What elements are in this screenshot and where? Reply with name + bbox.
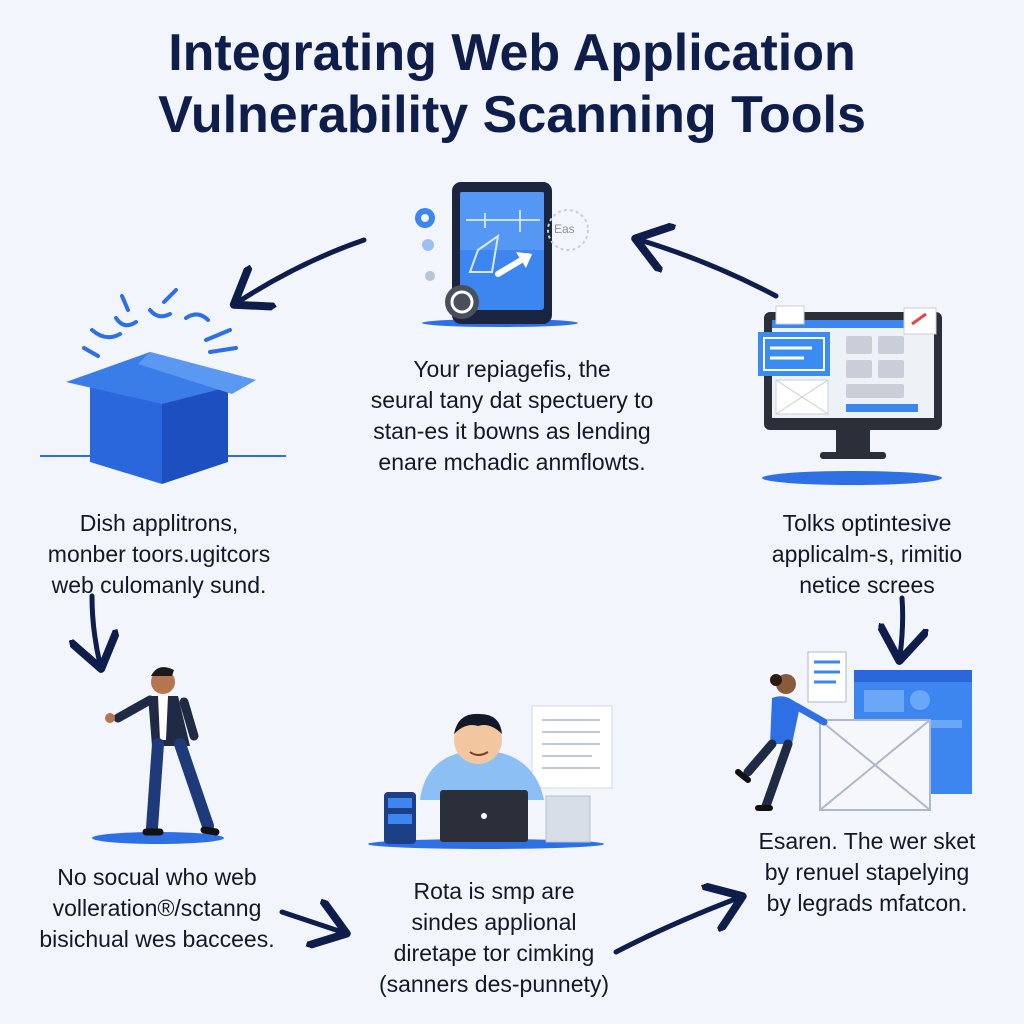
caption-line: enare mchadic anmflowts. xyxy=(378,449,646,475)
title-line-1: Integrating Web Application xyxy=(168,24,856,82)
caption-top-center: Your repiagefis, the seural tany dat spe… xyxy=(312,354,712,478)
arrow-top-right-path xyxy=(640,240,779,299)
caption-line: volleration®/sctanng xyxy=(52,895,262,921)
caption-line: sindes applional xyxy=(411,909,577,935)
title-line-2: Vulnerability Scanning Tools xyxy=(158,86,866,144)
arrow-bottom-left-path xyxy=(279,912,342,932)
arrow-top-left-path xyxy=(238,237,367,302)
caption-line: (sanners des-punnety) xyxy=(378,971,610,997)
caption-line: Esaren. The wer sket xyxy=(758,828,976,854)
caption-line: diretape tor cimking xyxy=(393,940,595,966)
gear-icon xyxy=(415,208,435,228)
caption-line: Tolks optintesive xyxy=(782,510,952,536)
caption-bottom-left: No socual who web volleration®/sctanng b… xyxy=(12,862,302,955)
caption-line: netice screes xyxy=(799,572,935,598)
arrow-bottom-right-path xyxy=(613,898,738,955)
page-title: Integrating Web Application Vulnerabilit… xyxy=(0,22,1024,146)
caption-bottom-right: Esaren. The wer sket by renuel stapelyin… xyxy=(722,826,1012,919)
caption-line: by legrads mfatcon. xyxy=(766,890,968,916)
caption-left-mid: Dish applitrons, monber toors.ugitcors w… xyxy=(14,508,304,601)
caption-line: Your repiagefis, the xyxy=(413,356,611,382)
caption-line: monber toors.ugitcors xyxy=(47,541,271,567)
caption-line: No socual who web xyxy=(57,864,257,890)
caption-line: applicalm-s, rimitio xyxy=(771,541,963,567)
caption-line: by renuel stapelying xyxy=(764,859,970,885)
gear-icon xyxy=(422,239,434,251)
caption-line: stan-es it bowns as lending xyxy=(373,418,651,444)
caption-bottom-center: Rota is smp are sindes applional diretap… xyxy=(344,876,644,1000)
arrow-left-down-path xyxy=(92,593,100,664)
caption-line: seural tany dat spectuery to xyxy=(370,387,654,413)
caption-line: bisichual wes baccees. xyxy=(39,926,275,952)
caption-line: Dish applitrons, xyxy=(79,510,239,536)
caption-line: web culomanly sund. xyxy=(51,572,267,598)
gauge-icon xyxy=(547,209,589,251)
caption-right-mid: Tolks optintesive applicalm-s, rimitio n… xyxy=(722,508,1012,601)
arrow-right-down-path xyxy=(900,595,903,656)
caption-line: Rota is smp are xyxy=(413,878,575,904)
gear-icon xyxy=(425,271,435,281)
gauge-label: Eas xyxy=(554,222,575,236)
